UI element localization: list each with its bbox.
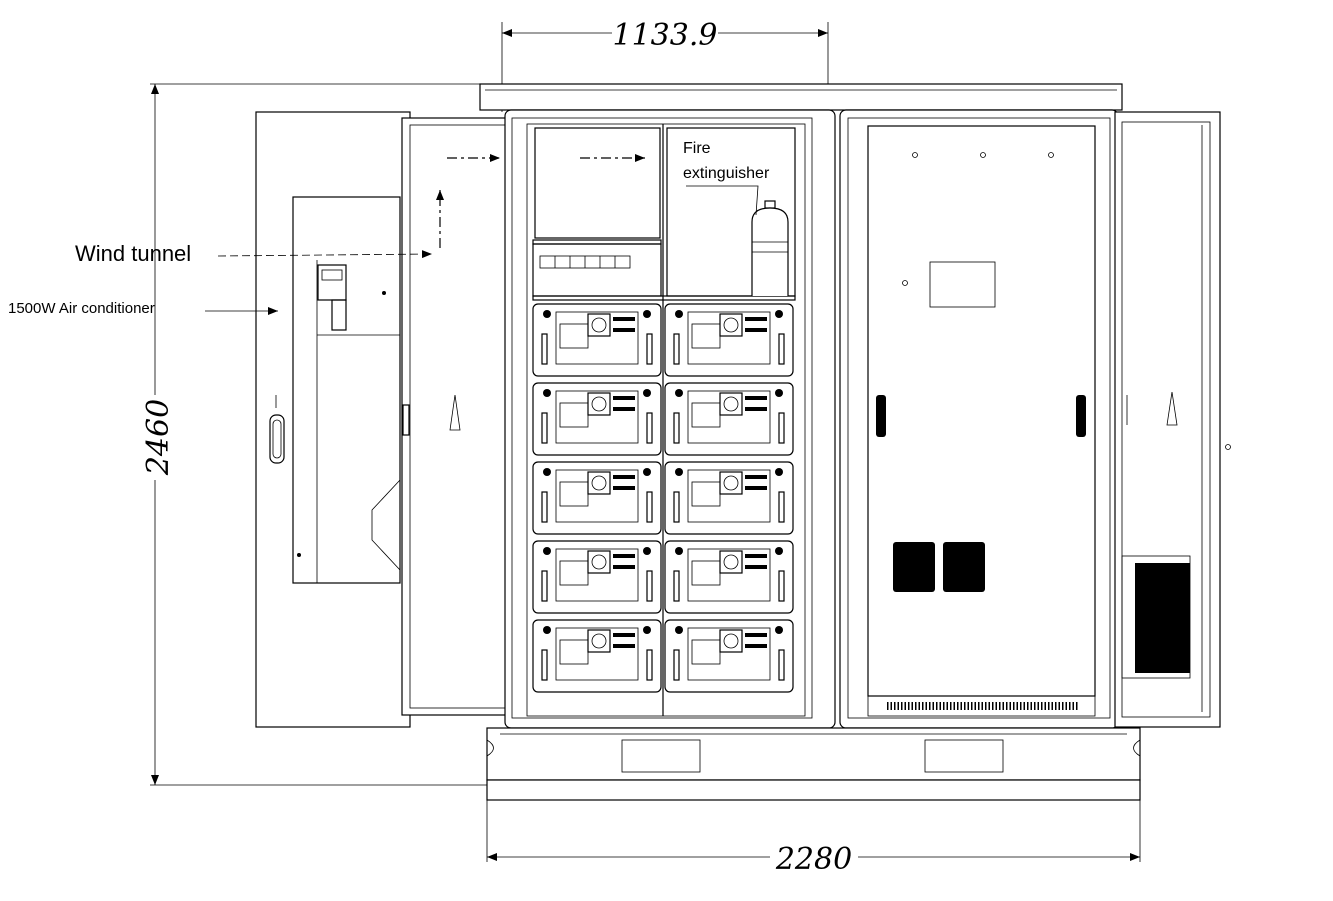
fan-icon — [719, 313, 743, 337]
battery-module — [532, 540, 662, 614]
circuit-breaker — [893, 542, 935, 592]
upper-left-compartment — [534, 127, 661, 239]
battery-module — [664, 461, 794, 535]
total-width-dimension: 2280 — [486, 800, 1141, 877]
fan-icon — [587, 550, 611, 574]
module-handle — [541, 333, 548, 365]
wind-tunnel-annotation: Wind tunnel — [75, 241, 433, 266]
cabinet-base — [486, 727, 1141, 801]
fan-icon — [719, 550, 743, 574]
air-conditioner-label: 1500W Air conditioner — [8, 300, 155, 317]
top-width-dimension: 1133.9 — [501, 18, 829, 112]
module-handle — [778, 491, 785, 523]
right-open-door — [1114, 111, 1231, 728]
battery-module — [532, 461, 662, 535]
battery-module — [532, 382, 662, 456]
module-handle — [646, 649, 653, 681]
battery-module — [664, 382, 794, 456]
module-handle — [541, 412, 548, 444]
total-width-value: 2280 — [775, 842, 852, 877]
circuit-breaker — [943, 542, 985, 592]
door-handle — [269, 414, 285, 464]
module-handle — [673, 333, 680, 365]
forklift-slot — [621, 739, 701, 773]
fan-icon — [719, 392, 743, 416]
height-value: 2460 — [141, 399, 176, 476]
module-handle — [673, 491, 680, 523]
battery-module — [664, 619, 794, 693]
vent-grille — [1135, 563, 1190, 673]
module-handle — [778, 333, 785, 365]
module-handle — [646, 491, 653, 523]
battery-module — [532, 619, 662, 693]
right-door-handle-right — [1076, 395, 1086, 437]
battery-module — [664, 540, 794, 614]
module-handle — [541, 491, 548, 523]
module-handle — [778, 649, 785, 681]
cabinet-roof — [479, 83, 1123, 111]
right-cabinet-door — [839, 109, 1119, 729]
battery-module — [532, 303, 662, 377]
height-dimension: 2460 — [141, 83, 487, 786]
module-handle — [646, 412, 653, 444]
module-handle — [646, 570, 653, 602]
wind-tunnel-label: Wind tunnel — [75, 241, 191, 266]
left-inner-door — [401, 117, 511, 716]
module-handle — [673, 570, 680, 602]
right-door-handle-left — [876, 395, 886, 437]
fire-extinguisher — [686, 185, 789, 296]
fan-icon — [587, 392, 611, 416]
fan-icon — [719, 629, 743, 653]
battery-modules — [532, 303, 794, 693]
fan-icon — [587, 313, 611, 337]
fire-extinguisher-label-line1: Fire — [683, 140, 711, 157]
top-width-value: 1133.9 — [613, 18, 718, 53]
module-handle — [541, 649, 548, 681]
module-handle — [778, 570, 785, 602]
module-handle — [673, 412, 680, 444]
forklift-slot — [924, 739, 1004, 773]
battery-module — [664, 303, 794, 377]
fan-icon — [719, 471, 743, 495]
fan-icon — [587, 629, 611, 653]
document-pocket — [929, 261, 996, 308]
center-cabinet: Fire extinguisher — [504, 109, 836, 729]
left-outer-door — [255, 111, 411, 728]
fire-extinguisher-label-line2: extinguisher — [683, 165, 770, 182]
module-handle — [673, 649, 680, 681]
module-handle — [646, 333, 653, 365]
air-conditioner-unit — [292, 196, 401, 584]
air-conditioner-annotation: 1500W Air conditioner — [8, 300, 278, 317]
module-handle — [778, 412, 785, 444]
fan-icon — [587, 471, 611, 495]
module-handle — [541, 570, 548, 602]
distribution-panel — [532, 243, 662, 297]
